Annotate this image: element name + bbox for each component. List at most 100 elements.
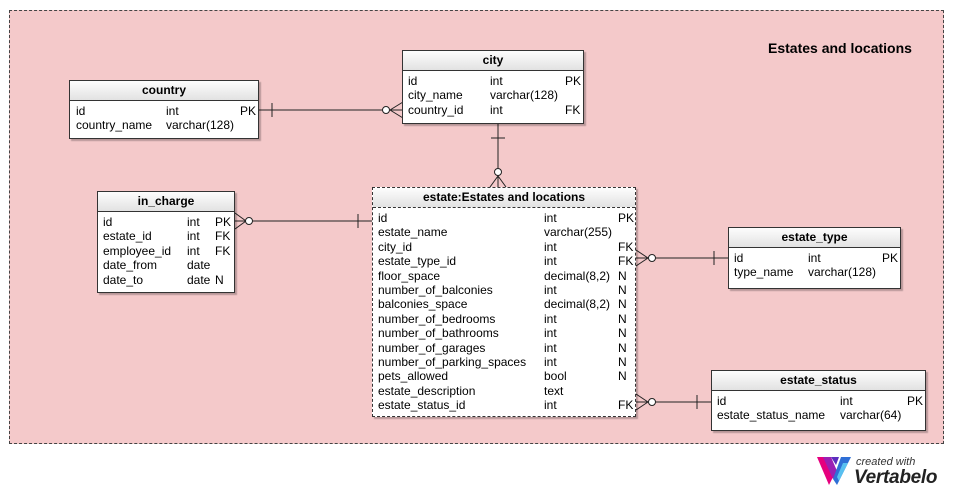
column-name: country_name (76, 118, 153, 133)
column-key: N (215, 272, 224, 287)
column-name: id (408, 74, 418, 88)
column-type: int (544, 326, 557, 341)
table-row[interactable]: id int PK (729, 251, 900, 265)
table-country-header: country (70, 81, 258, 101)
column-name: number_of_bathrooms (378, 326, 499, 341)
column-type: int (544, 211, 557, 225)
relationship-estate-in-charge[interactable] (234, 212, 373, 230)
column-name: date_to (103, 272, 144, 287)
column-type: int (544, 311, 557, 326)
column-type: int (544, 254, 557, 269)
column-name: city_id (378, 239, 413, 254)
relationship-city-estate[interactable] (489, 124, 507, 188)
column-name: estate_description (378, 383, 476, 398)
table-city-header: city (403, 51, 583, 71)
relationship-estate-type-estate[interactable] (635, 249, 729, 267)
column-type: varchar(255) (544, 225, 613, 240)
column-type: int (544, 398, 557, 413)
column-name: pets_allowed (378, 369, 449, 384)
table-in-charge-header: in_charge (98, 192, 234, 212)
column-type: int (187, 215, 200, 229)
table-row[interactable]: city_name varchar(128) (403, 88, 583, 102)
column-name: id (734, 251, 744, 265)
logo-wordmark: Vertabelo (854, 467, 938, 488)
vertabelo-logo-icon (817, 457, 851, 485)
column-name: id (717, 394, 727, 408)
table-estate-header: estate:Estates and locations (373, 188, 635, 208)
column-name: balconies_space (378, 297, 468, 312)
column-type: bool (544, 369, 567, 384)
column-name: number_of_garages (378, 340, 486, 355)
table-row[interactable]: number_of_balconies int N (373, 283, 635, 297)
column-type: date (187, 258, 211, 273)
column-type: int (544, 354, 557, 369)
column-key: PK (882, 251, 899, 265)
column-key: FK (215, 229, 231, 244)
column-type: int (840, 394, 853, 408)
column-key: N (618, 354, 627, 369)
column-name: country_id (408, 102, 464, 117)
column-key: FK (618, 398, 634, 413)
column-name: estate_status_id (378, 398, 466, 413)
column-type: int (544, 282, 557, 297)
column-name: estate_status_name (717, 408, 826, 423)
column-type: decimal(8,2) (544, 268, 611, 283)
column-type: varchar(128) (808, 265, 877, 280)
table-row[interactable]: estate_status_id int FK (373, 398, 635, 412)
column-name: number_of_balconies (378, 282, 493, 297)
column-key: FK (565, 102, 581, 117)
column-key: PK (215, 215, 232, 229)
column-name: estate_type_id (378, 254, 457, 269)
column-name: estate_id (103, 229, 152, 244)
column-name: city_name (408, 88, 463, 103)
table-row[interactable]: type_name varchar(128) (729, 265, 900, 279)
relationship-estate-status-estate[interactable] (635, 393, 712, 411)
column-type: int (808, 251, 821, 265)
relationship-country-city[interactable] (259, 101, 404, 119)
column-name: estate_name (378, 225, 448, 240)
column-key: PK (240, 104, 257, 118)
column-name: type_name (734, 265, 794, 280)
table-estate-type-columns: id int PK type_name varchar(128) (729, 248, 900, 282)
table-row[interactable]: estate_name varchar(255) (373, 225, 635, 239)
column-type: varchar(128) (490, 88, 559, 103)
subject-area-title: Estates and locations (768, 40, 912, 56)
column-key: N (618, 282, 627, 297)
column-name: id (378, 211, 388, 225)
column-key: FK (618, 239, 634, 254)
column-key: N (618, 340, 627, 355)
vertabelo-logo: created with Vertabelo (817, 455, 942, 488)
